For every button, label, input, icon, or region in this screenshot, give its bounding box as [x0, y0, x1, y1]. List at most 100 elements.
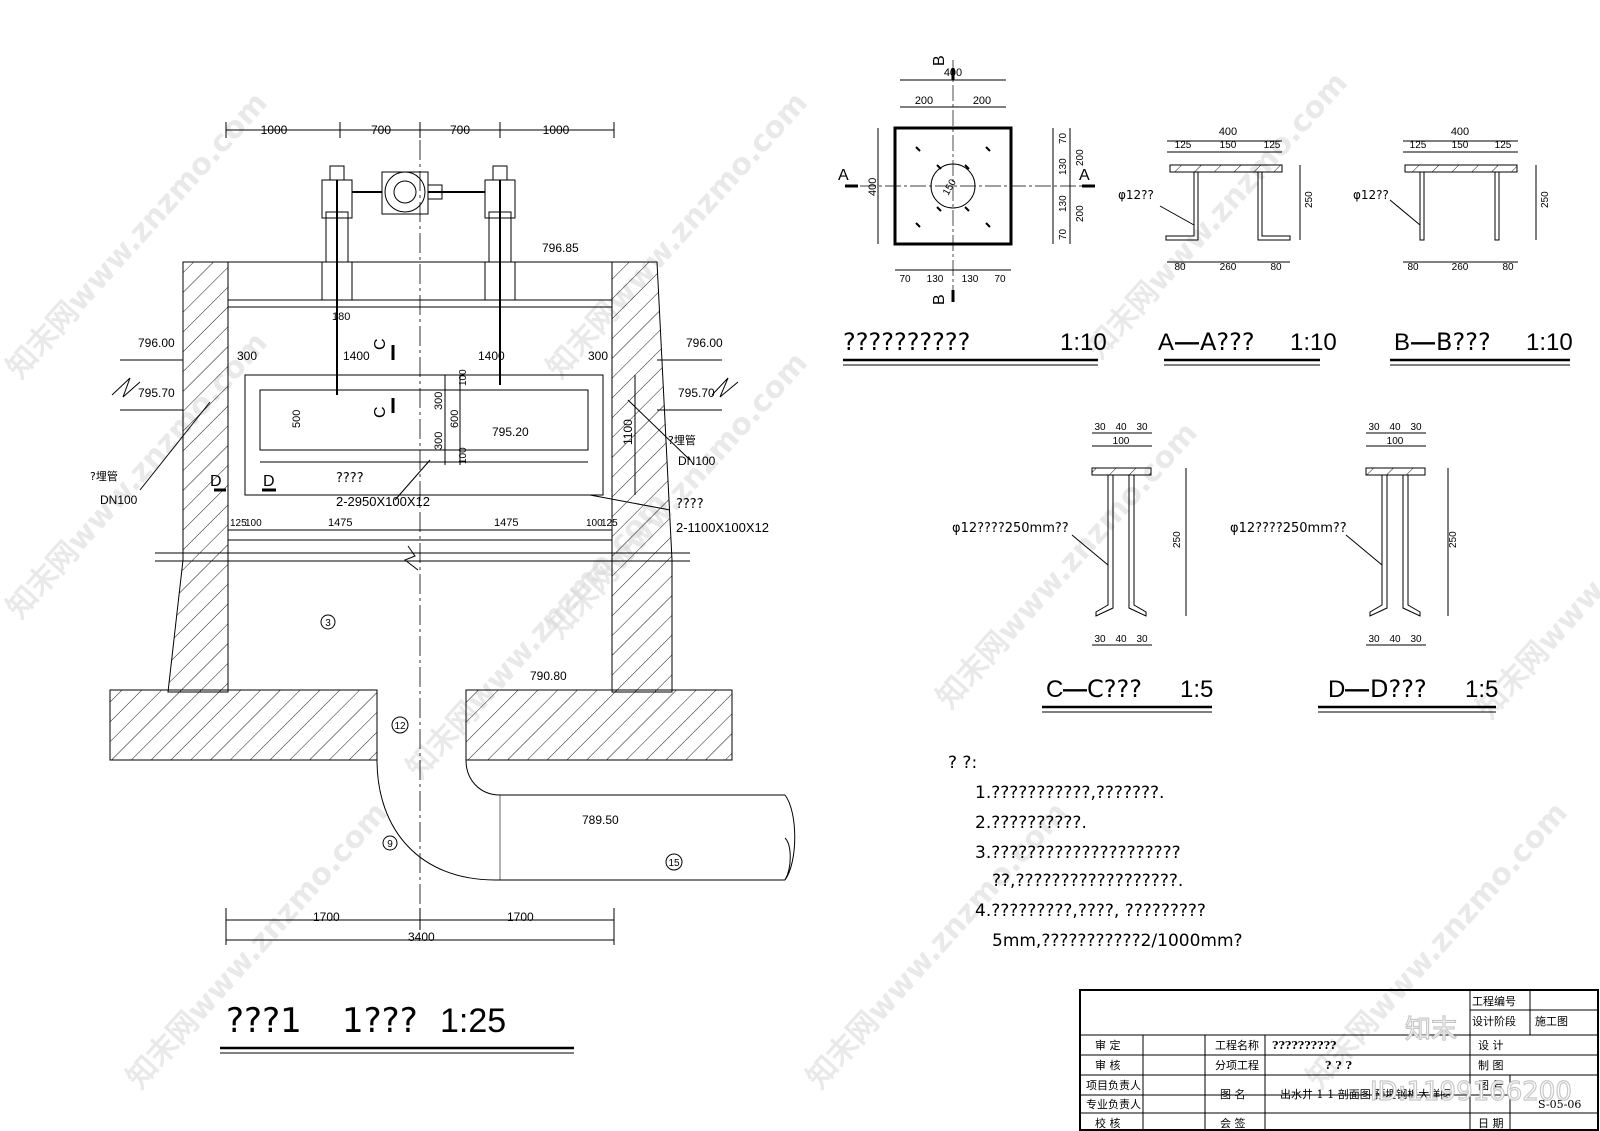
dim-label: 1000: [543, 123, 570, 137]
section-bb-text: 400 125 150 125 80 260 80 250 φ12?? B — …: [1353, 126, 1573, 356]
section-scale: 1:5: [1465, 676, 1498, 703]
pipe-label: ?埋管: [90, 469, 118, 483]
dim-label: 40: [1115, 422, 1127, 433]
note-line: 1.???????????,???????.: [975, 783, 1164, 803]
dim-label: 100: [1113, 436, 1130, 447]
section-title: D: [1328, 676, 1345, 703]
cut-mark-a: A: [1079, 167, 1090, 184]
dim-label: 100: [245, 518, 262, 529]
dim-label: 30: [1094, 422, 1106, 433]
dim-label: 100: [586, 518, 603, 529]
dim-label: 1400: [343, 349, 370, 363]
note-line: ??,??????????????????.: [992, 871, 1183, 891]
section-dd-text: 30 40 30 100 30 40 30 250 φ12????250mm??…: [1230, 422, 1498, 703]
section-title: A: [1158, 329, 1174, 356]
dim-label: 70: [1058, 228, 1069, 240]
tb-drawing-name-label: 图 名: [1220, 1087, 1246, 1101]
steel-label: ????: [676, 497, 704, 512]
steel-spec: 2-1100X100X12: [676, 520, 769, 535]
dim-label: 300: [433, 432, 445, 450]
section-aa: [1159, 140, 1320, 366]
dim-label: 600: [449, 410, 461, 428]
dim-label: 400: [1219, 126, 1237, 138]
watermark-text: 知末网www.znzmo.com: [0, 326, 275, 626]
cut-mark-b: B: [931, 294, 948, 305]
dim-label: 125: [1264, 140, 1281, 151]
dim-label: 3400: [408, 930, 435, 944]
steel-label: ????: [336, 471, 364, 486]
cut-mark-d: D: [263, 473, 275, 490]
dim-label: 30: [1410, 422, 1422, 433]
tb-col-label: 图 号: [1478, 1079, 1504, 1092]
dim-label: 260: [1452, 262, 1469, 273]
dim-label: 250: [1448, 531, 1459, 548]
pipe-label: ?埋管: [668, 433, 696, 447]
note-line: 3.?????????????????????: [975, 843, 1181, 863]
section-title: ???1: [226, 1001, 302, 1041]
dim-label: 100: [1387, 436, 1404, 447]
title-block: [1079, 989, 1599, 1131]
dim-label: 80: [1270, 262, 1282, 273]
dim-label: 40: [1389, 634, 1401, 645]
section-cc-text: 30 40 30 100 30 40 30 250 φ12????250mm??…: [952, 422, 1213, 703]
tb-project-name-value: ??????????: [1272, 1039, 1336, 1052]
dim-label: 200: [915, 95, 933, 107]
dim-label: 130: [1058, 195, 1069, 212]
note-line: 4.?????????,????, ?????????: [975, 901, 1206, 921]
dim-label: 130: [962, 274, 979, 285]
main-section-text: 1000 700 700 1000 796.85 796.00 795.70 7…: [90, 123, 769, 1041]
elevation-label: 795.70: [138, 386, 175, 400]
plan-title: ??????????: [843, 328, 970, 356]
rebar-label: φ12??: [1353, 188, 1389, 202]
dim-label: 100: [458, 369, 469, 386]
dim-label: 1700: [313, 910, 340, 924]
section-title: D???: [1370, 675, 1427, 703]
dim-label: 70: [994, 274, 1006, 285]
rebar-label: φ12????250mm??: [1230, 521, 1347, 536]
section-title-sep: —: [1411, 329, 1435, 356]
watermark-text: 知末网www.znzmo.com: [120, 796, 395, 1096]
dim-label: 30: [1094, 634, 1106, 645]
elevation-label: 795.70: [678, 386, 715, 400]
callout-number: 12: [394, 721, 406, 732]
title-block-text: 工程编号 设计阶段 施工图 审 定 审 核 项目负责人 专业负责人 校 核 工程…: [1086, 994, 1581, 1130]
cut-mark-d: D: [210, 473, 222, 490]
tb-stage-value: 施工图: [1535, 1015, 1568, 1028]
rebar-label: φ12??: [1118, 188, 1154, 202]
elevation-label: 796.00: [686, 336, 723, 350]
elevation-label: 796.85: [542, 241, 579, 255]
cut-mark-b: B: [931, 55, 948, 66]
dim-label: 1100: [621, 419, 635, 445]
dim-label: 125: [1495, 140, 1512, 151]
rebar-label: φ12????250mm??: [952, 521, 1069, 536]
dim-label: 700: [450, 123, 470, 137]
section-scale: 1:10: [1290, 329, 1337, 356]
dim-label: 150: [1220, 140, 1237, 151]
dim-label: 30: [1136, 634, 1148, 645]
callout-number: 15: [668, 858, 680, 869]
dim-label: 1700: [507, 910, 534, 924]
hole-label: 150: [941, 177, 959, 197]
plate-plan-text: 400 200 200 400 70 130 200 130 70 200 70…: [838, 55, 1107, 356]
watermark-text: 知末网www.znzmo.com: [1080, 66, 1355, 366]
watermark-text: 知末网www.znzmo.com: [1300, 796, 1575, 1096]
tb-row-label: 审 定: [1095, 1038, 1121, 1052]
dim-label: 700: [371, 123, 391, 137]
tb-project-name-label: 工程名称: [1215, 1038, 1259, 1052]
dim-label: 1475: [494, 517, 518, 529]
dim-label: 150: [1452, 140, 1469, 151]
tb-sub-project-label: 分项工程: [1215, 1059, 1259, 1072]
tb-design-stage: 设计阶段: [1472, 1014, 1516, 1028]
dim-label: 200: [1075, 205, 1086, 222]
section-scale: 1:25: [440, 1002, 506, 1040]
dim-label: 1400: [478, 349, 505, 363]
section-title-sep: —: [1345, 676, 1369, 703]
dim-label: 30: [1136, 422, 1148, 433]
tb-drawing-no: S-05-06: [1538, 1098, 1581, 1111]
elevation-label: 795.20: [492, 425, 529, 439]
section-title-sep: —: [1175, 329, 1199, 356]
tb-project-no: 工程编号: [1472, 994, 1516, 1008]
section-scale: 1:5: [1180, 676, 1213, 703]
dim-label: 80: [1407, 262, 1419, 273]
